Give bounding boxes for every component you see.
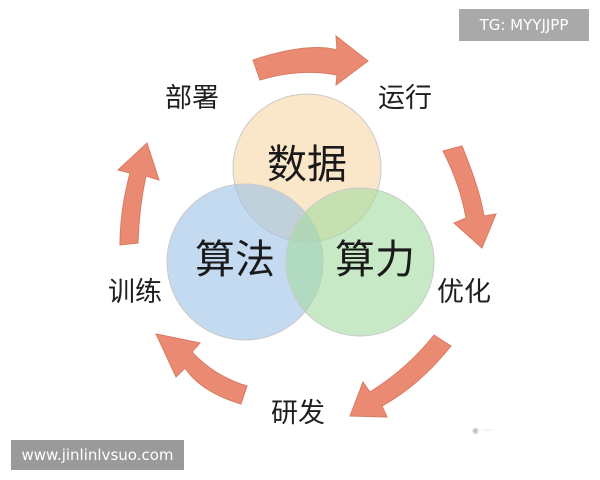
- circle-label-data: 数据: [267, 142, 347, 188]
- faint-watermark-mark: ◉ ····: [472, 426, 492, 435]
- footer-url-badge: www.jinlinlvsuo.com: [11, 440, 184, 470]
- stage-label-optimize: 优化: [437, 277, 491, 308]
- stage-label-develop: 研发: [271, 398, 325, 429]
- stage-label-run: 运行: [378, 83, 432, 114]
- arrow-run-to-optimize: [442, 145, 497, 249]
- tg-watermark-badge: TG: MYYJJPP: [459, 9, 589, 41]
- arrow-deploy-to-run: [252, 34, 369, 87]
- arrow-optimize-to-develop: [349, 334, 452, 418]
- circle-label-compute: 算力: [335, 237, 415, 283]
- circle-compute: [285, 187, 435, 337]
- stage-label-deploy: 部署: [165, 83, 219, 114]
- circle-label-algorithm: 算法: [195, 237, 275, 283]
- stage-label-train: 训练: [108, 277, 162, 308]
- arrow-train-to-deploy: [116, 142, 160, 246]
- arrow-develop-to-train: [155, 333, 248, 405]
